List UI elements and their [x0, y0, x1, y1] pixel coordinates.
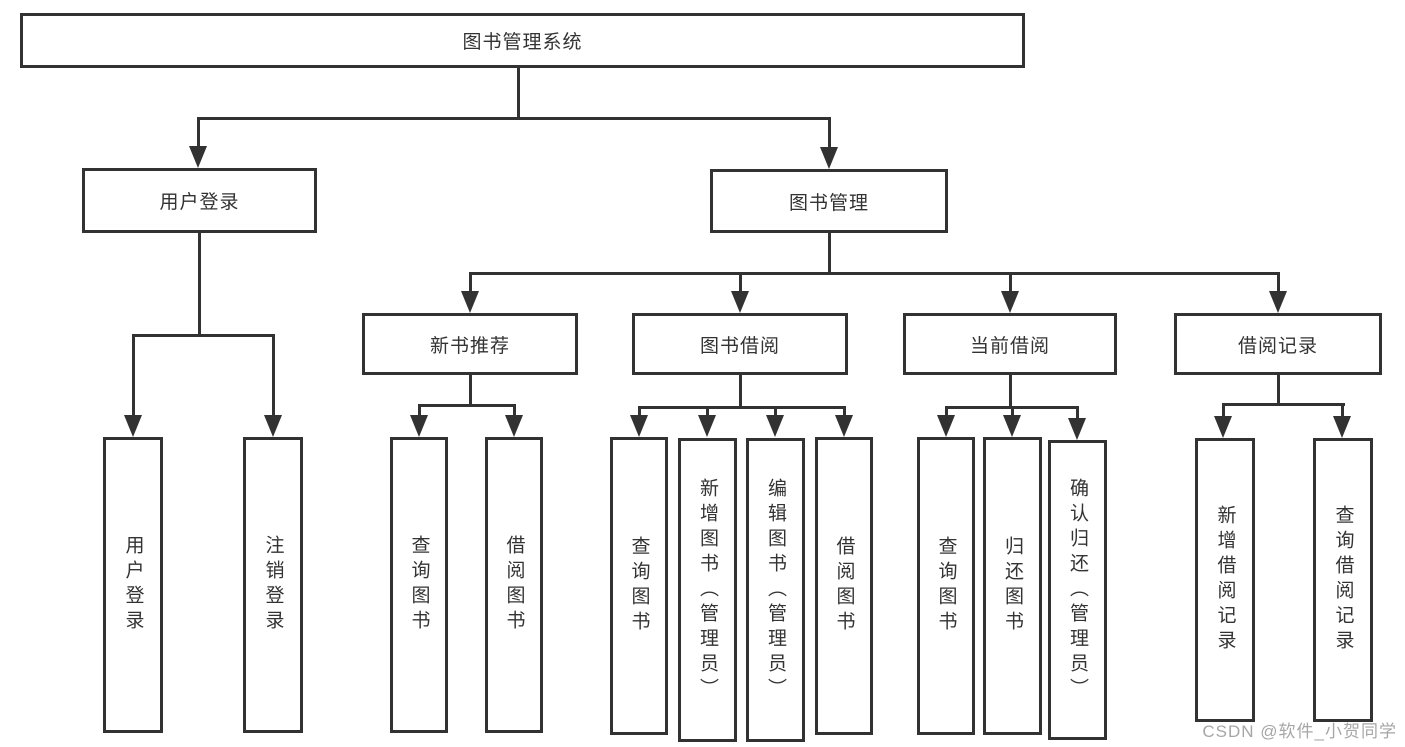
node-new-book-recommend: 新书推荐	[362, 313, 578, 375]
leaf-newbooks-query: 查询图书	[390, 437, 448, 733]
arrow-newbooks-query-icon	[410, 415, 428, 437]
node-root-label: 图书管理系统	[462, 32, 583, 53]
leaf-records-query-label: 查询借阅记录	[1332, 505, 1354, 655]
leaf-borrow-edit-admin-label: 编辑图书（管理员）	[765, 477, 786, 703]
edge-stem-newbooks-query	[418, 404, 421, 417]
leaf-newbooks-borrow-label: 借阅图书	[503, 535, 525, 635]
leaf-borrow-borrow-label: 借阅图书	[833, 536, 855, 636]
arrow-leaf-user-login-icon	[124, 415, 142, 437]
edge-stem-current-return	[1011, 406, 1014, 417]
leaf-records-query: 查询借阅记录	[1313, 438, 1373, 722]
edge-stem-borrow-records	[1277, 272, 1280, 294]
arrow-user-login-icon	[189, 146, 207, 168]
edge-newbooks-bar	[418, 404, 516, 407]
leaf-newbooks-borrow: 借阅图书	[485, 437, 543, 733]
node-book-borrow: 图书借阅	[632, 313, 848, 375]
edge-stem-borrow-query	[638, 406, 641, 417]
edge-user-login-trunk	[198, 233, 201, 337]
edge-stem-current-query	[945, 406, 948, 417]
node-new-book-recommend-label: 新书推荐	[429, 335, 510, 357]
arrow-current-confirm-icon	[1068, 418, 1086, 440]
leaf-borrow-add-admin: 新增图书（管理员）	[678, 438, 737, 742]
arrow-borrow-borrow-icon	[835, 415, 853, 437]
edge-stem-records-query	[1341, 403, 1344, 417]
edge-book-management-trunk	[828, 233, 831, 275]
arrow-records-query-icon	[1333, 416, 1351, 438]
edge-records-bar	[1222, 403, 1345, 406]
leaf-newbooks-query-label: 查询图书	[408, 535, 430, 635]
arrow-borrow-query-icon	[630, 415, 648, 437]
arrow-current-borrow-icon	[1001, 291, 1019, 313]
leaf-records-add: 新增借阅记录	[1195, 438, 1255, 722]
node-user-login-label: 用户登录	[159, 192, 240, 213]
arrow-borrow-edit-icon	[766, 415, 784, 437]
edge-stem-borrow-add	[706, 406, 709, 417]
arrow-new-book-icon	[461, 291, 479, 313]
leaf-user-login-label: 用户登录	[122, 535, 144, 635]
arrow-current-query-icon	[937, 415, 955, 437]
leaf-current-query: 查询图书	[917, 437, 975, 735]
arrow-records-add-icon	[1214, 416, 1232, 438]
node-book-borrow-label: 图书借阅	[699, 335, 780, 357]
leaf-borrow-add-admin-label: 新增图书（管理员）	[697, 477, 718, 703]
node-borrow-records: 借阅记录	[1174, 313, 1382, 375]
arrow-current-return-icon	[1003, 415, 1021, 437]
edge-level1-bar	[197, 117, 831, 120]
leaf-user-login: 用户登录	[103, 437, 163, 733]
edge-user-login-bar	[132, 334, 275, 337]
edge-stem-borrow-borrow	[843, 406, 846, 417]
arrow-book-management-icon	[820, 147, 838, 169]
leaf-current-confirm-admin: 确认归还（管理员）	[1048, 440, 1107, 740]
leaf-logout-label: 注销登录	[262, 535, 284, 635]
node-borrow-records-label: 借阅记录	[1237, 335, 1318, 357]
edge-borrow-trunk	[739, 375, 742, 409]
arrow-newbooks-borrow-icon	[505, 415, 523, 437]
arrow-borrow-records-icon	[1269, 291, 1287, 313]
edge-stem-current-borrow	[1009, 272, 1012, 294]
edge-stem-records-add	[1222, 403, 1225, 417]
leaf-current-return-label: 归还图书	[1002, 536, 1023, 636]
node-root: 图书管理系统	[20, 13, 1025, 68]
edge-stem-leaf-user-login	[132, 334, 135, 417]
edge-level3-bar	[469, 272, 1280, 275]
csdn-watermark: CSDN @软件_小贺同学	[1202, 722, 1397, 741]
leaf-logout: 注销登录	[243, 437, 303, 733]
edge-stem-user-login	[197, 117, 200, 150]
leaf-records-add-label: 新增借阅记录	[1214, 505, 1236, 655]
edge-stem-book-borrow	[739, 272, 742, 294]
node-current-borrow: 当前借阅	[903, 313, 1117, 375]
arrow-leaf-logout-icon	[264, 415, 282, 437]
node-book-management: 图书管理	[710, 169, 948, 233]
edge-borrow-bar	[638, 406, 846, 409]
edge-records-trunk	[1277, 375, 1280, 406]
node-current-borrow-label: 当前借阅	[969, 335, 1050, 357]
edge-stem-book-management	[828, 117, 831, 150]
node-user-login: 用户登录	[82, 168, 317, 233]
arrow-book-borrow-icon	[731, 291, 749, 313]
leaf-borrow-query-label: 查询图书	[628, 536, 650, 636]
edge-stem-leaf-logout	[272, 334, 275, 417]
node-book-management-label: 图书管理	[788, 192, 869, 214]
edge-stem-newbooks-borrow	[513, 404, 516, 417]
leaf-borrow-query: 查询图书	[610, 437, 668, 735]
leaf-borrow-borrow: 借阅图书	[815, 437, 873, 735]
edge-stem-borrow-edit	[774, 406, 777, 417]
leaf-current-query-label: 查询图书	[935, 536, 957, 636]
leaf-current-return: 归还图书	[983, 437, 1042, 735]
edge-newbooks-trunk	[469, 375, 472, 407]
arrow-borrow-add-icon	[698, 415, 716, 437]
leaf-borrow-edit-admin: 编辑图书（管理员）	[746, 438, 805, 742]
edge-root-trunk	[517, 68, 520, 118]
edge-current-trunk	[1009, 375, 1012, 409]
edge-stem-current-confirm	[1076, 406, 1079, 419]
leaf-current-confirm-admin-label: 确认归还（管理员）	[1067, 477, 1088, 703]
edge-stem-new-book	[469, 272, 472, 294]
